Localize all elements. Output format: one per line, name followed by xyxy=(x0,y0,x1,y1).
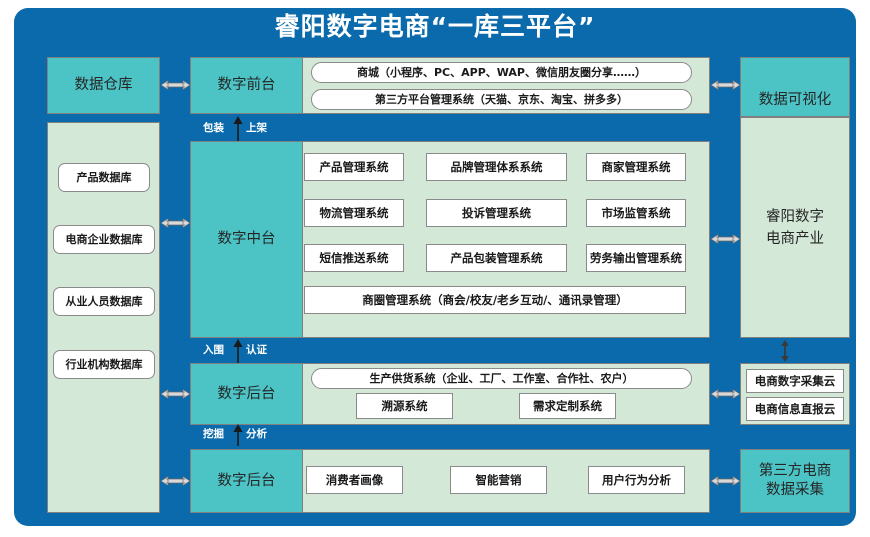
database-item-1[interactable]: 电商企业数据库 xyxy=(53,225,155,254)
database-item-2[interactable]: 从业人员数据库 xyxy=(53,287,155,316)
arrow-right-front xyxy=(711,79,740,91)
row-back2-label: 数字后台 xyxy=(190,449,303,513)
middle-grid-1-0[interactable]: 物流管理系统 xyxy=(304,199,404,227)
right-cloud-0[interactable]: 电商数字采集云 xyxy=(746,369,844,393)
arrow-right-back1 xyxy=(711,388,740,400)
connector-pack-left: 包装 xyxy=(203,122,224,134)
middle-wide-item[interactable]: 商圈管理系统（商会/校友/老乡互动/、通讯录管理） xyxy=(304,286,686,314)
arrow-left-middle xyxy=(161,217,190,229)
middle-grid-2-1[interactable]: 产品包装管理系统 xyxy=(426,244,567,272)
arrow-left-back1 xyxy=(161,388,190,400)
arrow-left-front xyxy=(161,79,190,91)
middle-grid-0-1[interactable]: 品牌管理体系系统 xyxy=(426,153,567,181)
right-thirdparty-line2: 数据采集 xyxy=(766,482,824,498)
right-visualization-box: 数据可视化 xyxy=(740,57,850,117)
connector-entry-left: 入围 xyxy=(203,344,224,356)
back1-item-0[interactable]: 溯源系统 xyxy=(356,393,453,419)
middle-grid-1-1[interactable]: 投诉管理系统 xyxy=(426,199,567,227)
middle-grid-1-2[interactable]: 市场监管系统 xyxy=(586,199,686,227)
back2-item-1[interactable]: 智能营销 xyxy=(450,466,547,494)
right-industry-text: 睿阳数字 电商产业 xyxy=(766,206,824,250)
connector-mine-up-arrow xyxy=(233,424,243,446)
middle-grid-0-0[interactable]: 产品管理系统 xyxy=(304,153,404,181)
connector-pack-right: 上架 xyxy=(246,122,267,134)
right-thirdparty-box: 第三方电商 数据采集 xyxy=(740,449,850,513)
diagram-title: 睿阳数字电商“一库三平台” xyxy=(274,12,596,41)
right-thirdparty-line1: 第三方电商 xyxy=(758,463,832,479)
right-industry-line2: 电商产业 xyxy=(766,230,824,247)
connector-entry-right: 认证 xyxy=(246,344,267,356)
back1-wide-item[interactable]: 生产供货系统（企业、工厂、工作室、合作社、农户） xyxy=(311,368,692,389)
connector-entry-up-arrow xyxy=(233,339,243,363)
arrow-left-back2 xyxy=(161,475,190,487)
vertical-double-arrow xyxy=(781,340,789,362)
database-item-0[interactable]: 产品数据库 xyxy=(58,163,150,192)
middle-grid-0-2[interactable]: 商家管理系统 xyxy=(586,153,686,181)
right-industry-line1: 睿阳数字 xyxy=(766,208,824,225)
back2-item-2[interactable]: 用户行为分析 xyxy=(588,466,685,494)
front-item-1[interactable]: 第三方平台管理系统（天猫、京东、淘宝、拼多多） xyxy=(311,89,692,110)
arrow-right-middle xyxy=(711,233,740,245)
right-cloud-1[interactable]: 电商信息直报云 xyxy=(746,397,844,421)
connector-mine-left: 挖掘 xyxy=(203,428,224,440)
front-item-0[interactable]: 商城（小程序、PC、APP、WAP、微信朋友圈分享……） xyxy=(311,62,692,83)
middle-grid-2-2[interactable]: 劳务输出管理系统 xyxy=(586,244,686,272)
database-item-3[interactable]: 行业机构数据库 xyxy=(53,350,155,379)
row-back1-label: 数字后台 xyxy=(190,363,303,425)
row-middle-label: 数字中台 xyxy=(190,141,303,338)
row-front-label: 数字前台 xyxy=(190,57,303,114)
arrow-right-back2 xyxy=(711,475,740,487)
left-column-header: 数据仓库 xyxy=(47,57,160,114)
middle-grid-2-0[interactable]: 短信推送系统 xyxy=(304,244,404,272)
back1-item-1[interactable]: 需求定制系统 xyxy=(519,393,616,419)
back2-item-0[interactable]: 消费者画像 xyxy=(306,466,403,494)
connector-mine-right: 分析 xyxy=(246,428,267,440)
right-industry-box: 睿阳数字 电商产业 xyxy=(740,117,850,338)
connector-pack-up-arrow xyxy=(233,116,243,142)
